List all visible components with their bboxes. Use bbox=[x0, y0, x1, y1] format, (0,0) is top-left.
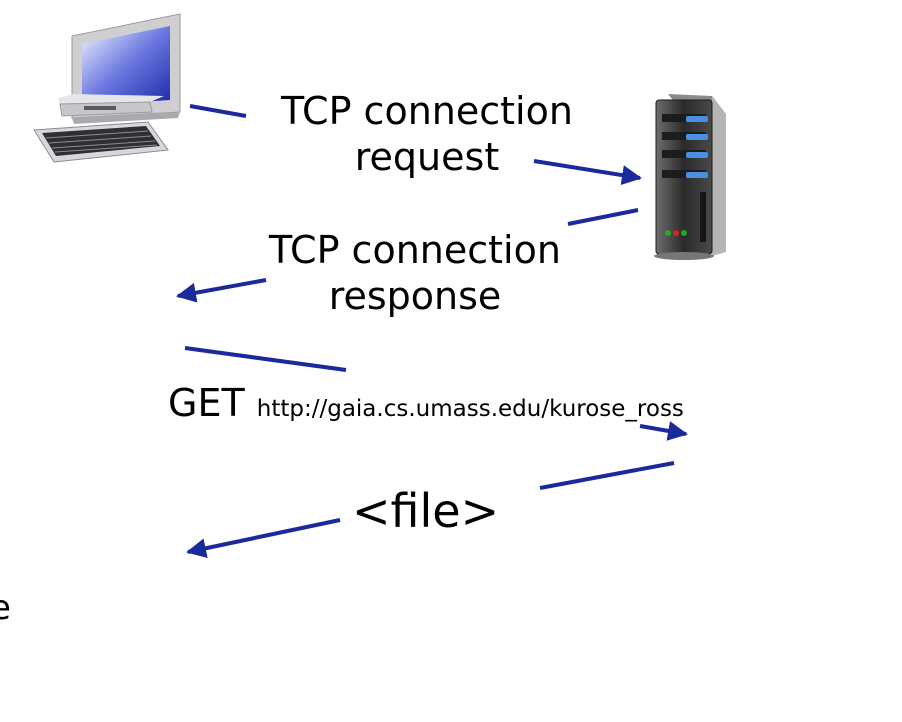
tcp-request-line2: request bbox=[354, 135, 500, 179]
tcp-response-label: TCP connection response bbox=[260, 227, 570, 319]
tcp-request-label: TCP connection request bbox=[272, 88, 582, 180]
file-response-arrow bbox=[186, 461, 675, 559]
tcp-request-arrow bbox=[189, 104, 642, 186]
tcp-response-line2: response bbox=[328, 274, 502, 318]
get-request-label: GET http://gaia.cs.umass.edu/kurose_ross bbox=[168, 380, 684, 432]
file-label: <file> bbox=[352, 484, 500, 538]
cut-off-text: e bbox=[0, 588, 11, 628]
get-method: GET bbox=[168, 381, 245, 425]
tcp-request-line1: TCP connection bbox=[281, 89, 573, 133]
tcp-response-arrow bbox=[176, 208, 639, 303]
get-url: http://gaia.cs.umass.edu/kurose_ross bbox=[256, 396, 684, 422]
desktop-computer-icon bbox=[33, 13, 181, 163]
get-request-arrow bbox=[184, 346, 688, 441]
server-tower-icon bbox=[654, 94, 726, 260]
tcp-response-line1: TCP connection bbox=[269, 228, 561, 272]
